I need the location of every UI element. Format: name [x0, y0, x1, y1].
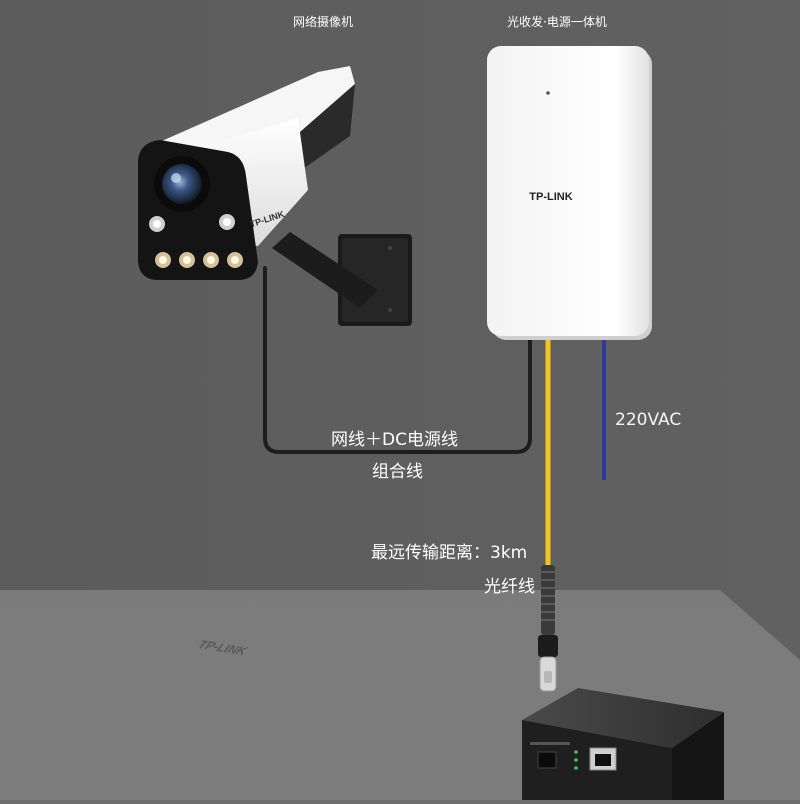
- fiber-label: 光纤线: [484, 577, 535, 597]
- cable-label-line1: 网线＋DC电源线: [331, 430, 458, 450]
- camera-bracket: [272, 232, 412, 326]
- converter-box-label: 光收发·电源一体机: [507, 15, 607, 29]
- camera-label: 网络摄像机: [293, 15, 354, 29]
- converter-box: TP-LINK: [487, 46, 652, 340]
- distance-label: 最远传输距离：3km: [371, 543, 528, 563]
- fiber-connector-armor: [538, 565, 558, 692]
- media-converter: TP-LINK: [194, 638, 724, 800]
- combo-cable: [263, 266, 532, 454]
- voltage-label: 220VAC: [615, 410, 682, 430]
- cable-label-line2: 组合线: [372, 462, 423, 482]
- box-logo: TP-LINK: [529, 191, 572, 203]
- camera: TP-LINK: [138, 66, 355, 280]
